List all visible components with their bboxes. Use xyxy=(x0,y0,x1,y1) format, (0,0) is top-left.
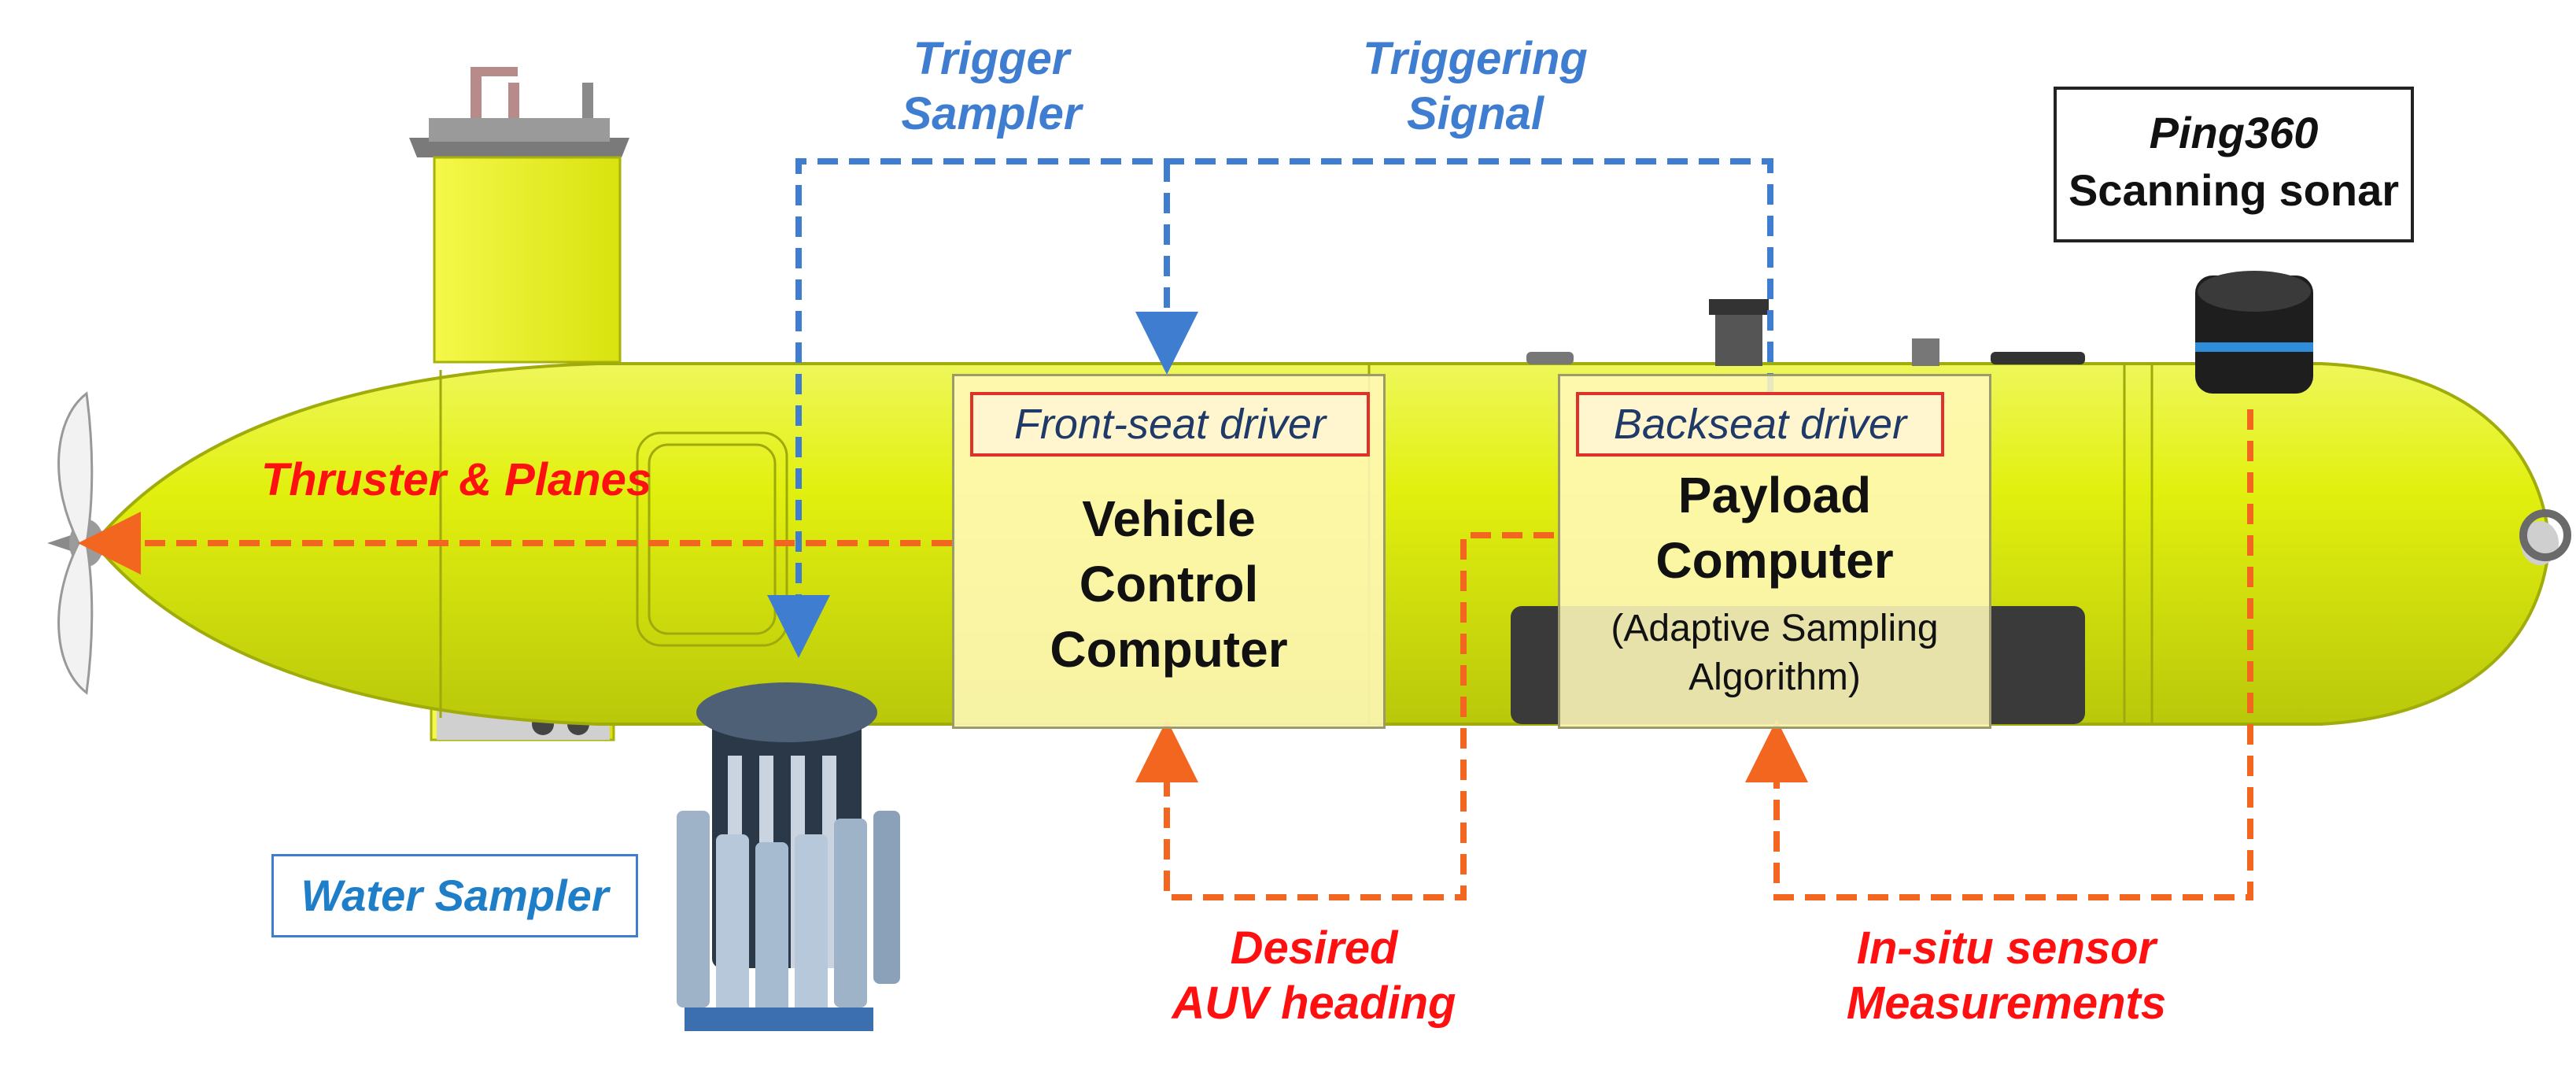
payload-computer-subtitle: (Adaptive Sampling Algorithm) xyxy=(1560,605,1989,703)
title-line: Control xyxy=(1079,556,1259,613)
subtitle-line: Algorithm) xyxy=(1688,656,1861,699)
label-line: Signal xyxy=(1406,87,1544,139)
label-line: Measurements xyxy=(1846,977,2167,1029)
trigger-sampler-label: Trigger Sampler xyxy=(873,31,1109,141)
payload-computer-title: Payload Computer xyxy=(1560,463,1989,593)
water-sampler-device xyxy=(677,682,900,1031)
label-line: Trigger xyxy=(913,33,1070,84)
label-line: Desired xyxy=(1230,922,1398,974)
nose-eye xyxy=(2519,509,2571,565)
label-line: In-situ sensor xyxy=(1856,922,2157,974)
subtitle-line: (Adaptive Sampling xyxy=(1611,608,1939,649)
vehicle-control-computer-title: Vehicle Control Computer xyxy=(954,486,1383,683)
title-line: Computer xyxy=(1655,532,1894,590)
backseat-driver-tag: Backseat driver xyxy=(1576,392,1944,457)
front-seat-driver-tag: Front-seat driver xyxy=(970,392,1370,457)
title-line: Computer xyxy=(1050,621,1288,678)
insitu-measurements-label: In-situ sensor Measurements xyxy=(1786,921,2227,1030)
thruster-planes-label: Thruster & Planes xyxy=(260,454,652,505)
label-line: Triggering xyxy=(1363,33,1588,84)
desired-heading-label: Desired AUV heading xyxy=(1133,921,1495,1030)
label-line: AUV heading xyxy=(1172,977,1456,1029)
label-line: Sampler xyxy=(901,87,1082,139)
vehicle-control-computer-box: Front-seat driver Vehicle Control Comput… xyxy=(952,374,1386,729)
command-lines xyxy=(78,409,2253,900)
triggering-signal-label: Triggering Signal xyxy=(1338,31,1613,141)
title-line: Payload xyxy=(1677,467,1872,523)
hull-fittings xyxy=(1526,299,2085,366)
title-line: Vehicle xyxy=(1082,490,1256,547)
payload-computer-box: Backseat driver Payload Computer (Adapti… xyxy=(1558,374,1991,729)
trigger-lines xyxy=(767,158,1773,658)
sonar-label-box: Ping360 Scanning sonar xyxy=(2054,87,2414,242)
sonar-type: Scanning sonar xyxy=(2068,165,2400,215)
sonar-model: Ping360 xyxy=(2149,108,2319,157)
water-sampler-label: Water Sampler xyxy=(271,854,638,937)
mast-tower xyxy=(409,67,629,364)
sonar-device xyxy=(2195,271,2313,394)
